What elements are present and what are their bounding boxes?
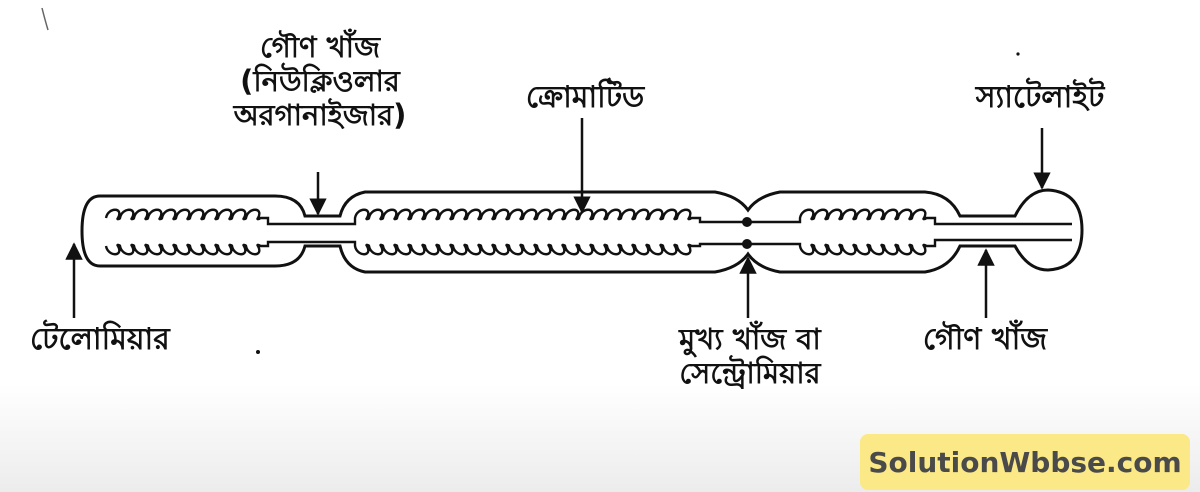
speck [41, 7, 49, 31]
label-satellite: স্যাটেলাইট [925, 80, 1155, 115]
label-telomere: টেলোমিয়ার [30, 322, 170, 357]
centromere-dot-lower [742, 239, 752, 249]
label-centromere-line2: সেন্ট্রোমিয়ার [679, 356, 821, 391]
label-secondary-constriction-top: গৌণ খাঁজ (নিউক্লিওলার অরগানাইজার) [210, 30, 430, 133]
label-chromatid-text: ক্রোমাটিড [525, 80, 645, 115]
chromatid-lower-thread [104, 238, 1072, 256]
chromosome-outline [80, 188, 1084, 274]
label-chromatid: ক্রোমাটিড [500, 80, 670, 115]
label-primary-constriction: মুখ্য খাঁজ বা সেন্ট্রোমিয়ার [640, 322, 860, 390]
label-secondary-constriction-line1: গৌণ খাঁজ [259, 30, 381, 64]
label-nucleolar-line2: (নিউক্লিওলার [240, 64, 400, 99]
chromatid-lower-path [104, 238, 1072, 256]
label-primary-constriction-line1: মুখ্য খাঁজ বা [679, 322, 821, 356]
chromatid-upper-thread [104, 208, 1072, 226]
speck [1016, 52, 1020, 56]
label-telomere-text: টেলোমিয়ার [30, 322, 170, 357]
label-organizer-line3: অরগানাইজার) [233, 98, 407, 133]
label-secondary-constriction-bottom: গৌণ খাঁজ [900, 322, 1070, 357]
speck [256, 350, 260, 354]
label-satellite-text: স্যাটেলাইট [975, 80, 1105, 115]
watermark-badge: SolutionWbbse.com [860, 434, 1190, 490]
label-secondary-constriction-bottom-text: গৌণ খাঁজ [922, 322, 1048, 357]
chromatid-upper-path [104, 208, 1072, 226]
centromere-dot-upper [742, 217, 752, 227]
watermark-text: SolutionWbbse.com [868, 445, 1182, 479]
